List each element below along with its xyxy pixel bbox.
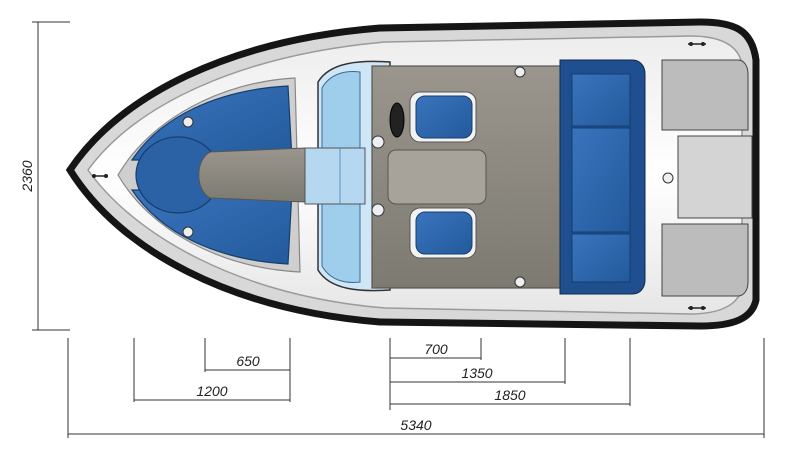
stern-cleat-bottom-icon (688, 306, 706, 310)
windshield-bottom (321, 203, 361, 283)
dimension-700: 700 (389, 338, 482, 410)
dimension-1850: 1850 (390, 338, 631, 406)
dim-label-700: 700 (424, 341, 448, 357)
bow-cleat-icon (92, 174, 108, 178)
helm-seat-top (409, 91, 477, 143)
walk-through-gap (304, 147, 366, 205)
cupholder-icon (182, 226, 194, 238)
engine-cover-bottom (661, 223, 749, 297)
stern (661, 59, 753, 297)
dimension-beam: 2360 (19, 21, 70, 331)
bow-cockpit (117, 77, 306, 273)
beam-label: 2360 (19, 160, 35, 192)
dim-label-1850: 1850 (494, 387, 525, 403)
bow-walkway (198, 147, 306, 203)
overall-length-label: 5340 (400, 417, 431, 433)
stern-cleat-top-icon (688, 42, 706, 46)
main-cockpit (371, 59, 646, 295)
dimension-650: 650 (204, 338, 291, 372)
cupholder-icon (182, 116, 194, 128)
engine-cover-top (661, 59, 749, 131)
dimension-overall-length: 5340 (67, 338, 765, 438)
rear-bench-seat (559, 59, 646, 295)
helm-console (387, 149, 487, 205)
dim-label-1200: 1200 (196, 383, 227, 399)
dim-label-1350: 1350 (461, 365, 492, 381)
windshield-top (321, 71, 361, 149)
dimension-1200: 1200 (133, 338, 291, 402)
dimension-1350: 1350 (390, 338, 566, 384)
dimension-lines: 2360 650 1200 700 1350 (19, 21, 765, 438)
swim-platform-walkthrough (677, 135, 753, 219)
steering-wheel-icon (389, 102, 405, 138)
helm-seat-bottom (409, 207, 477, 259)
dim-label-650: 650 (236, 353, 260, 369)
